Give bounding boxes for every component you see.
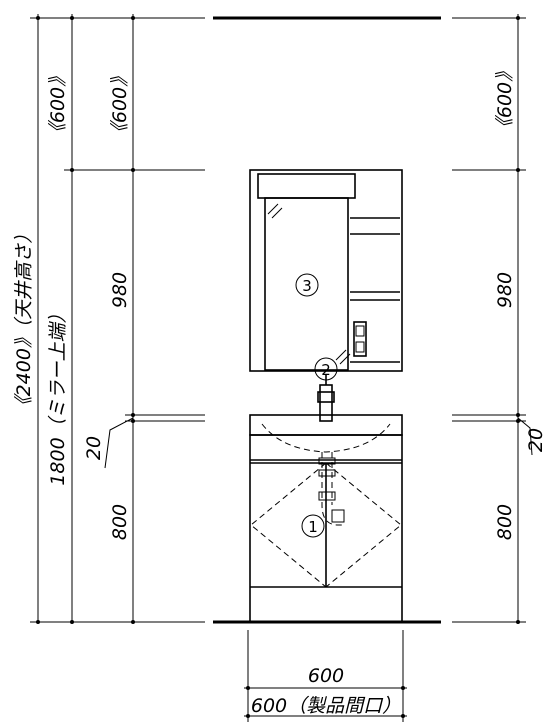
mirror-height-left-label: 980 [109, 272, 131, 308]
mirror-top-label: 1800（ミラー上端） [47, 304, 69, 485]
right-dimension-lines [452, 14, 533, 624]
callout-3: 3 [295, 273, 319, 297]
mirror-cabinet [249, 169, 403, 372]
callout-1-label: 1 [308, 518, 318, 536]
callout-3-label: 3 [302, 277, 312, 295]
upper-left-label: 《600》 [47, 68, 69, 142]
gap-small-right-label: 20 [525, 428, 547, 452]
width-top-label: 600 [308, 665, 344, 687]
vanity-height-left-label: 800 [109, 504, 131, 540]
mirror-height-right-label: 980 [494, 272, 516, 308]
faucet [317, 374, 335, 422]
upper-right-label: 《600》 [494, 63, 516, 137]
upper-mid-label: 《600》 [109, 68, 131, 142]
vanity-height-right-label: 800 [494, 504, 516, 540]
callout-1: 1 [301, 514, 325, 538]
width-bottom-label: 600（製品間口） [251, 695, 401, 717]
total-height-label: 《2400》（天井高さ） [13, 225, 35, 416]
gap-small-label: 20 [83, 436, 105, 460]
vanity-cabinet [249, 434, 403, 623]
callout-2: 2 [314, 357, 338, 381]
callout-2-label: 2 [321, 361, 331, 379]
left-dimension-lines [30, 14, 205, 624]
width-dimension-lines [244, 630, 407, 722]
